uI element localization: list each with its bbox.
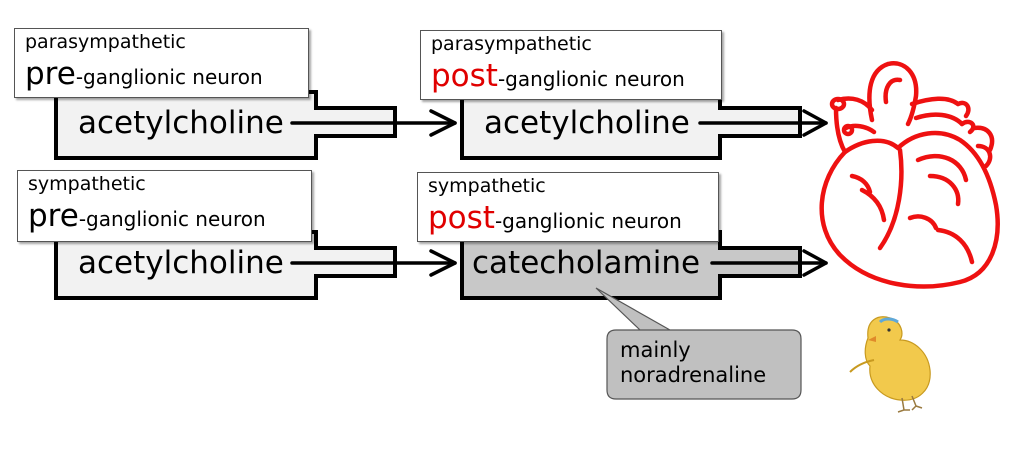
neuron-type-label: post-ganglionic neuron (431, 61, 685, 92)
neuron-stage-word: post (428, 200, 495, 236)
post-neuron-sympathetic (460, 230, 802, 300)
heart-icon (819, 61, 1000, 289)
neuron-label-pre-sympathetic: sympathetic pre-ganglionic neuron (17, 170, 312, 242)
neuron-type-label: pre-ganglionic neuron (28, 201, 266, 232)
arrow-pre-to-post-sympathetic (290, 249, 457, 277)
neuron-label-post-parasympathetic: parasympathetic post-ganglionic neuron (420, 30, 722, 100)
pre-neuron-sympathetic (54, 230, 397, 300)
neuron-division-label: parasympathetic (25, 31, 186, 53)
neuron-suffix: -ganglionic neuron (75, 65, 263, 89)
callout-line: mainly (620, 338, 691, 362)
neuron-division-label: sympathetic (428, 175, 546, 197)
arrow-post-to-heart-parasympathetic (698, 109, 828, 137)
arrow-pre-to-post-parasympathetic (290, 109, 457, 137)
neuron-suffix: -ganglionic neuron (78, 207, 266, 231)
neuron-label-pre-parasympathetic: parasympathetic pre-ganglionic neuron (14, 28, 309, 98)
neuron-type-label: pre-ganglionic neuron (25, 59, 263, 90)
arrow-post-to-heart-sympathetic (710, 249, 828, 277)
callout-bubble (595, 287, 802, 400)
neuron-stage-word: post (431, 58, 498, 94)
callout-text: mainly noradrenaline (620, 338, 795, 388)
neuron-division-label: sympathetic (28, 173, 146, 195)
neuron-label-post-sympathetic: sympathetic post-ganglionic neuron (417, 172, 719, 242)
neuron-type-label: post-ganglionic neuron (428, 203, 682, 234)
neuron-stage-word: pre (28, 198, 79, 234)
transmitter-label: acetylcholine (78, 105, 284, 141)
callout-line: noradrenaline (620, 363, 767, 387)
chick-icon (849, 316, 931, 413)
transmitter-label: acetylcholine (484, 105, 690, 141)
neuron-suffix: -ganglionic neuron (494, 209, 682, 233)
neuron-stage-word: pre (25, 56, 76, 92)
neuron-division-label: parasympathetic (431, 33, 592, 55)
pre-neuron-parasympathetic (54, 90, 397, 160)
neuron-suffix: -ganglionic neuron (497, 67, 685, 91)
transmitter-label: catecholamine (472, 245, 700, 281)
transmitter-label: acetylcholine (78, 245, 284, 281)
